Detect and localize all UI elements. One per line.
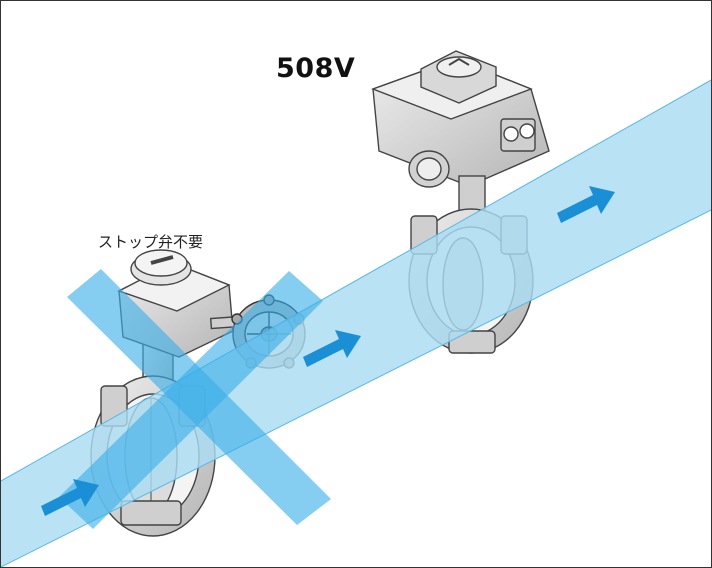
cross-mark-icon	[59, 269, 331, 529]
flow-arrow-icon	[41, 479, 99, 516]
stop-valve-note: ストップ弁不要	[98, 233, 204, 251]
pipe	[1, 79, 711, 567]
model-label: 508V	[276, 53, 356, 84]
flow-arrow-icon	[303, 330, 361, 367]
flow-arrow-icon	[557, 186, 615, 223]
